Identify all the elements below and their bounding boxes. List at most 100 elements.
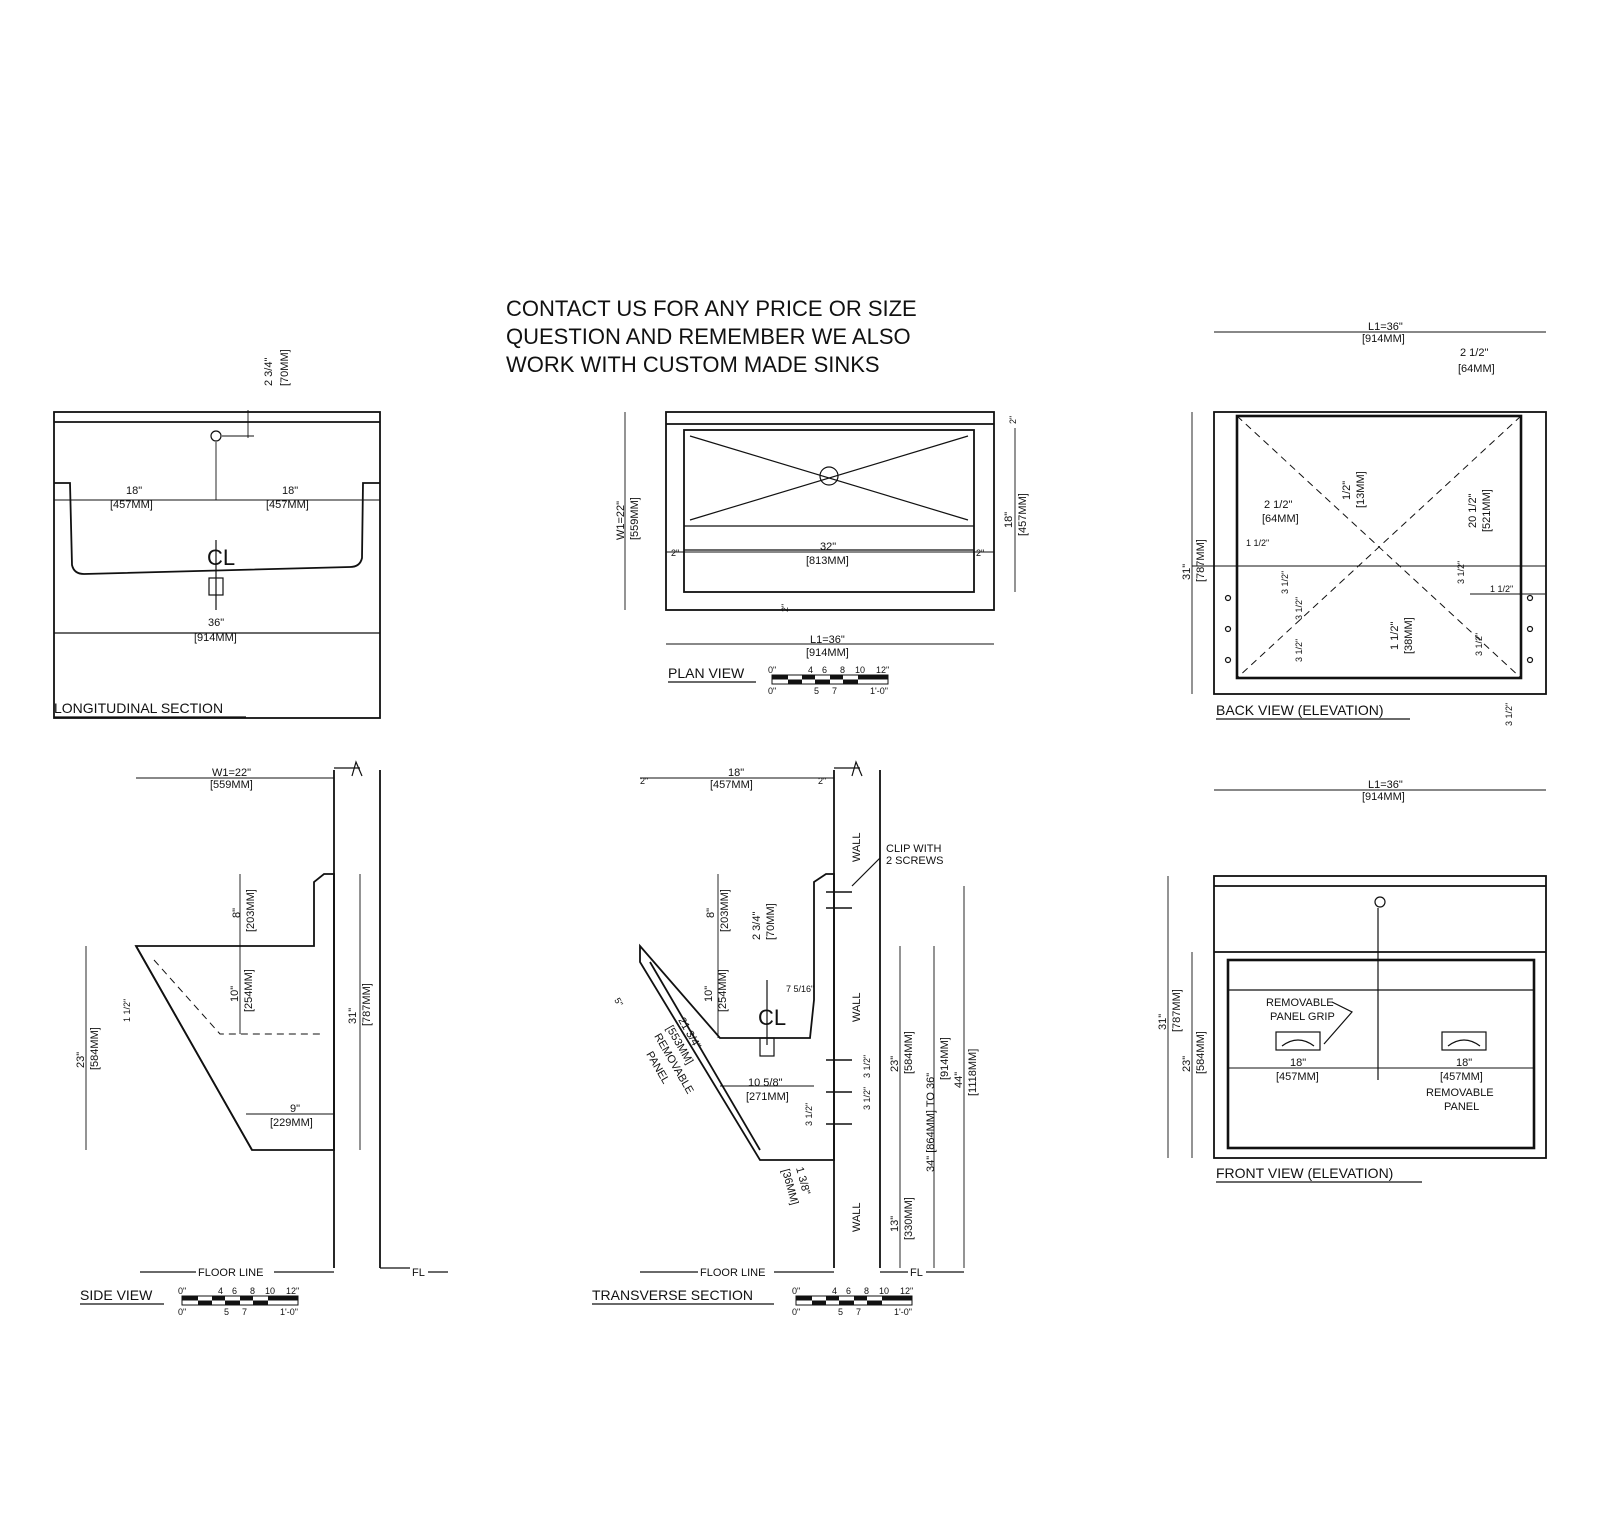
clip-label-line-2: 2 SCREWS — [886, 855, 943, 867]
back-dim-521mm: [521MM] — [1481, 489, 1493, 532]
back-dim-31: 31" — [1181, 564, 1193, 580]
note-line-2: QUESTION AND REMEMBER WE ALSO — [506, 324, 911, 349]
back-dim-l1-36: L1=36" — [1368, 321, 1403, 333]
svg-text:6: 6 — [232, 1286, 237, 1296]
svg-text:10: 10 — [265, 1286, 275, 1296]
svg-text:0": 0" — [768, 665, 776, 675]
back-dim-64mm-left: [64MM] — [1262, 513, 1299, 525]
front-view: L1=36" [914MM] 31" [787MM] 23" [584MM] R… — [1157, 779, 1547, 1183]
svg-text:12": 12" — [876, 665, 889, 675]
svg-text:5: 5 — [814, 686, 819, 696]
back-view-title: BACK VIEW (ELEVATION) — [1216, 702, 1384, 718]
trans-dim-8: 8" — [705, 908, 717, 918]
plan-dim-457mm: [457MM] — [1017, 493, 1029, 536]
transverse-section-title: TRANSVERSE SECTION — [592, 1287, 753, 1303]
svg-text:0": 0" — [178, 1307, 186, 1317]
trans-dim-914mm: [914MM] — [939, 1037, 951, 1080]
svg-text:10: 10 — [879, 1286, 889, 1296]
svg-text:7: 7 — [242, 1307, 247, 1317]
front-dim-23: 23" — [1181, 1056, 1193, 1072]
trans-dim-10-5-8: 10 5/8" — [748, 1077, 783, 1089]
panel-grip-left-icon — [1275, 1031, 1321, 1051]
side-scale-bar: 0" 4 6 8 10 12" 0" 5 7 1'-0" — [178, 1286, 299, 1317]
plan-dim-2-top: 2" — [1008, 416, 1018, 424]
front-overflow-icon — [1374, 896, 1386, 908]
plan-dim-559mm: [559MM] — [629, 497, 641, 540]
trans-dim-3-1-2-c: 3 1/2" — [804, 1103, 814, 1126]
back-dim-914mm: [914MM] — [1362, 333, 1405, 345]
trans-dim-3-1-2-a: 3 1/2" — [862, 1055, 872, 1078]
side-dim-254mm: [254MM] — [243, 969, 255, 1012]
trans-dim-13: 13" — [889, 1216, 901, 1232]
back-dim-38mm: [38MM] — [1403, 617, 1415, 654]
svg-text:7: 7 — [832, 686, 837, 696]
front-dim-18-left: 18" — [1290, 1057, 1306, 1069]
back-dim-1-1-2-left: 1 1/2" — [1246, 538, 1269, 548]
front-view-title: FRONT VIEW (ELEVATION) — [1216, 1165, 1393, 1181]
front-outline — [1213, 875, 1547, 1159]
trans-dim-584mm: [584MM] — [903, 1031, 915, 1074]
front-dim-l1-36: L1=36" — [1368, 779, 1403, 791]
svg-text:7: 7 — [856, 1307, 861, 1317]
trans-dim-2-right: 2" — [818, 776, 826, 786]
side-dim-229mm: [229MM] — [270, 1117, 313, 1129]
svg-text:1'-0": 1'-0" — [870, 686, 888, 696]
trans-dim-34-to-36: 34" [864MM] TO 36" — [925, 1073, 937, 1172]
side-fl-label: FL — [412, 1267, 425, 1279]
trans-dim-18: 18" — [728, 767, 744, 779]
front-removable-panel-line-1: REMOVABLE — [1426, 1087, 1494, 1099]
front-removable-panel-line-2: PANEL — [1444, 1101, 1479, 1113]
clip-label-line-1: CLIP WITH — [886, 843, 941, 855]
trans-dim-2-3-4: 2 3/4" — [751, 912, 763, 940]
svg-text:4: 4 — [832, 1286, 837, 1296]
back-dim-13mm: [13MM] — [1355, 471, 1367, 508]
plan-scale-bar: 0" 4 6 8 10 12" 0" 5 7 1'-0" — [768, 665, 889, 696]
trans-wall-label-top: WALL — [851, 832, 863, 862]
trans-dim-2-left: 2" — [640, 776, 648, 786]
front-dim-18-right: 18" — [1456, 1057, 1472, 1069]
back-dim-3-1-2-a: 3 1/2" — [1280, 571, 1290, 594]
trans-dim-254mm: [254MM] — [717, 969, 729, 1012]
back-dim-3-1-2-e: 3 1/2" — [1474, 633, 1484, 656]
front-dim-787mm: [787MM] — [1171, 989, 1183, 1032]
plan-basin — [683, 429, 975, 593]
plan-dim-w1-22: W1=22" — [615, 501, 627, 540]
plan-dim-2-right: 2" — [976, 548, 984, 558]
side-dim-203mm: [203MM] — [245, 889, 257, 932]
note-line-3: WORK WITH CUSTOM MADE SINKS — [506, 352, 880, 377]
front-removable-panel — [1226, 958, 1536, 1150]
svg-text:8: 8 — [864, 1286, 869, 1296]
svg-text:4: 4 — [808, 665, 813, 675]
transverse-section: CL 2" 2" 18" [457MM] 8" [203MM] 2 3/4" [… — [592, 760, 979, 1317]
back-dim-1-1-2-right: 1 1/2" — [1490, 584, 1513, 594]
side-profile — [134, 873, 335, 1151]
svg-text:4: 4 — [218, 1286, 223, 1296]
transverse-profile — [639, 873, 835, 1161]
side-dim-23: 23" — [75, 1052, 87, 1068]
back-dim-2-1-2-top: 2 1/2" — [1460, 347, 1488, 359]
dim-18-right: 18" — [282, 485, 298, 497]
back-dim-787mm: [787MM] — [1195, 539, 1207, 582]
trans-fl-label: FL — [910, 1267, 923, 1279]
svg-text:0": 0" — [178, 1286, 186, 1296]
front-dim-584mm: [584MM] — [1195, 1031, 1207, 1074]
dim-2-3-4: 2 3/4" — [263, 358, 275, 386]
panel-grip-right-icon — [1441, 1031, 1487, 1051]
trans-dim-23: 23" — [889, 1056, 901, 1072]
plan-dim-2-left: 2" — [671, 548, 679, 558]
plan-dim-18: 18" — [1003, 512, 1015, 528]
svg-text:5: 5 — [838, 1307, 843, 1317]
trans-dim-457mm: [457MM] — [710, 779, 753, 791]
dim-18-left: 18" — [126, 485, 142, 497]
front-dim-457mm-left: [457MM] — [1276, 1071, 1319, 1083]
svg-text:0": 0" — [768, 686, 776, 696]
longitudinal-outline — [53, 411, 381, 719]
overflow-hole-icon — [210, 430, 222, 442]
trans-dim-10: 10" — [703, 986, 715, 1002]
back-dim-3-1-2-c: 3 1/2" — [1294, 639, 1304, 662]
plan-view-title: PLAN VIEW — [668, 665, 745, 681]
longitudinal-section-title: LONGITUDINAL SECTION — [54, 700, 223, 716]
back-dim-3-1-2-f: 3 1/2" — [1504, 703, 1514, 726]
side-dim-10: 10" — [229, 986, 241, 1002]
